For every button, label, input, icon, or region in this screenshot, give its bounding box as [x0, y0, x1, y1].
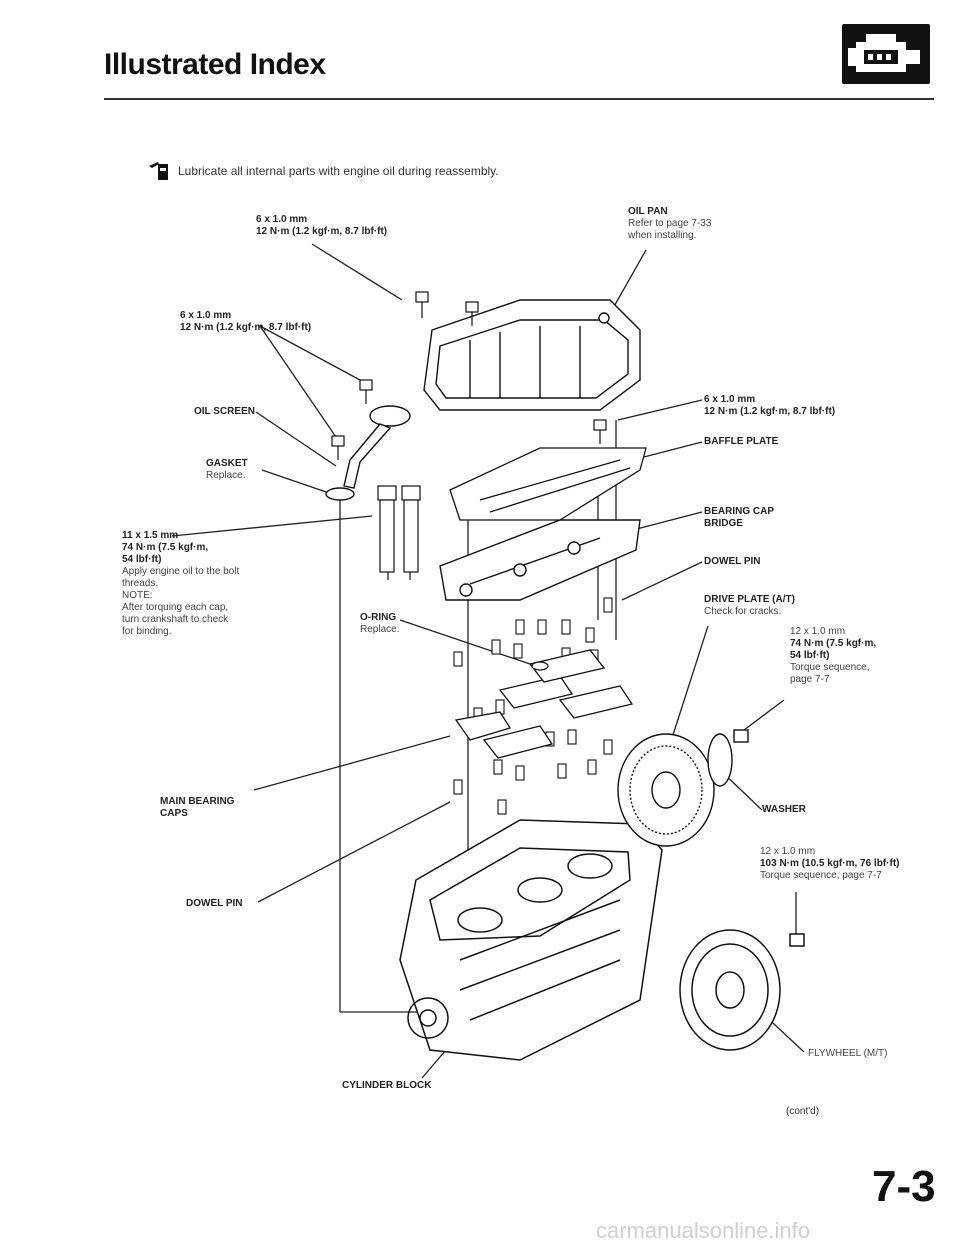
- label-bolt-left-torque: 12 N·m (1.2 kgf·m, 8.7 lbf·ft): [180, 322, 312, 333]
- label-drive-plate-name: DRIVE PLATE (A/T): [704, 594, 795, 605]
- label-oil-pan-when: when installing.: [628, 230, 697, 241]
- label-bolt-left: 6 x 1.0 mm 12 N·m (1.2 kgf·m, 8.7 lbf·ft…: [180, 310, 311, 334]
- label-main-bolt-after: After torquing each cap,: [122, 602, 229, 613]
- label-baffle-plate: BAFFLE PLATE: [704, 436, 778, 448]
- label-oil-pan-ref: Refer to page 7-33: [628, 218, 712, 229]
- label-flywheel-bolt-size: 12 x 1.0 mm: [760, 846, 816, 857]
- label-drive-bolt-torque2: 54 lbf·ft): [790, 650, 830, 661]
- label-baffle-plate-name: BAFFLE PLATE: [704, 436, 779, 447]
- label-dowel-pin-left-name: DOWEL PIN: [186, 898, 243, 909]
- continued-note: (cont'd): [786, 1106, 820, 1117]
- label-bolt-top-size: 6 x 1.0 mm: [256, 214, 308, 225]
- oil-can-icon: [149, 162, 168, 180]
- label-main-bolt-threads: threads.: [122, 578, 159, 589]
- label-cylinder-block: CYLINDER BLOCK: [342, 1080, 431, 1092]
- label-dowel-pin-right-name: DOWEL PIN: [704, 556, 761, 567]
- label-main-bolt-apply: Apply engine oil to the bolt: [122, 566, 240, 577]
- label-flywheel-bolt-seq: Torque sequence, page 7-7: [760, 870, 882, 881]
- label-main-bearing-caps-l2: CAPS: [160, 808, 188, 819]
- lubrication-note-text: Lubricate all internal parts with engine…: [178, 164, 499, 178]
- label-drive-bolt-size: 12 x 1.0 mm: [790, 626, 846, 637]
- watermark: carmanualsonline.info: [596, 1218, 811, 1243]
- label-main-bolt-note: NOTE:: [122, 590, 153, 601]
- label-oil-screen: OIL SCREEN: [194, 406, 255, 418]
- label-main-bearing-caps-l1: MAIN BEARING: [160, 796, 235, 807]
- label-drive-bolt: 12 x 1.0 mm 74 N·m (7.5 kgf·m, 54 lbf·ft…: [790, 626, 876, 686]
- page-title: Illustrated Index: [104, 48, 326, 81]
- label-bolt-top-torque: 12 N·m (1.2 kgf·m, 8.7 lbf·ft): [256, 226, 388, 237]
- label-o-ring-sub: Replace.: [360, 624, 400, 635]
- label-flywheel-bolt-torque: 103 N·m (10.5 kgf·m, 76 lbf·ft): [760, 858, 900, 869]
- label-bolt-right-torque: 12 N·m (1.2 kgf·m, 8.7 lbf·ft): [704, 406, 836, 417]
- label-oil-screen-name: OIL SCREEN: [194, 406, 255, 417]
- label-washer-name: WASHER: [762, 804, 806, 815]
- label-o-ring-name: O-RING: [360, 612, 397, 623]
- label-bolt-right: 6 x 1.0 mm 12 N·m (1.2 kgf·m, 8.7 lbf·ft…: [704, 394, 835, 418]
- label-bearing-cap-bridge: BEARING CAP BRIDGE: [704, 506, 774, 530]
- lubrication-note: Lubricate all internal parts with engine…: [148, 160, 499, 182]
- engine-section-icon: [842, 24, 930, 84]
- label-main-bolt: 11 x 1.5 mm 74 N·m (7.5 kgf·m, 54 lbf·ft…: [122, 530, 239, 638]
- label-dowel-pin-left: DOWEL PIN: [186, 898, 242, 910]
- label-main-bearing-caps: MAIN BEARING CAPS: [160, 796, 234, 820]
- label-main-bolt-torque2: 54 lbf·ft): [122, 554, 162, 565]
- label-main-bolt-size: 11 x 1.5 mm: [122, 530, 179, 541]
- label-drive-bolt-page: page 7-7: [790, 674, 830, 685]
- label-oil-pan: OIL PAN Refer to page 7-33 when installi…: [628, 206, 711, 242]
- label-flywheel-name: FLYWHEEL (M/T): [808, 1048, 888, 1059]
- label-flywheel-bolt: 12 x 1.0 mm 103 N·m (10.5 kgf·m, 76 lbf·…: [760, 846, 899, 882]
- label-bolt-top: 6 x 1.0 mm 12 N·m (1.2 kgf·m, 8.7 lbf·ft…: [256, 214, 387, 238]
- label-dowel-pin-right: DOWEL PIN: [704, 556, 760, 568]
- label-gasket-sub: Replace.: [206, 470, 246, 481]
- label-drive-bolt-seq: Torque sequence,: [790, 662, 870, 673]
- label-bolt-left-size: 6 x 1.0 mm: [180, 310, 232, 321]
- label-o-ring: O-RING Replace.: [360, 612, 399, 636]
- label-flywheel: FLYWHEEL (M/T): [808, 1048, 887, 1060]
- label-washer: WASHER: [762, 804, 806, 816]
- label-bearing-cap-bridge-l2: BRIDGE: [704, 518, 743, 529]
- label-oil-pan-name: OIL PAN: [628, 206, 668, 217]
- page-number: 7-3: [872, 1162, 936, 1211]
- title-rule: [104, 98, 934, 100]
- label-main-bolt-torque: 74 N·m (7.5 kgf·m,: [122, 542, 209, 553]
- label-gasket-name: GASKET: [206, 458, 248, 469]
- label-bearing-cap-bridge-l1: BEARING CAP: [704, 506, 775, 517]
- label-bolt-right-size: 6 x 1.0 mm: [704, 394, 756, 405]
- label-drive-bolt-torque: 74 N·m (7.5 kgf·m,: [790, 638, 877, 649]
- label-cylinder-block-name: CYLINDER BLOCK: [342, 1080, 432, 1091]
- label-drive-plate-sub: Check for cracks.: [704, 606, 782, 617]
- label-gasket: GASKET Replace.: [206, 458, 248, 482]
- label-main-bolt-turn: turn crankshaft to check: [122, 614, 229, 625]
- label-drive-plate: DRIVE PLATE (A/T) Check for cracks.: [704, 594, 795, 618]
- label-main-bolt-binding: for binding.: [122, 626, 172, 637]
